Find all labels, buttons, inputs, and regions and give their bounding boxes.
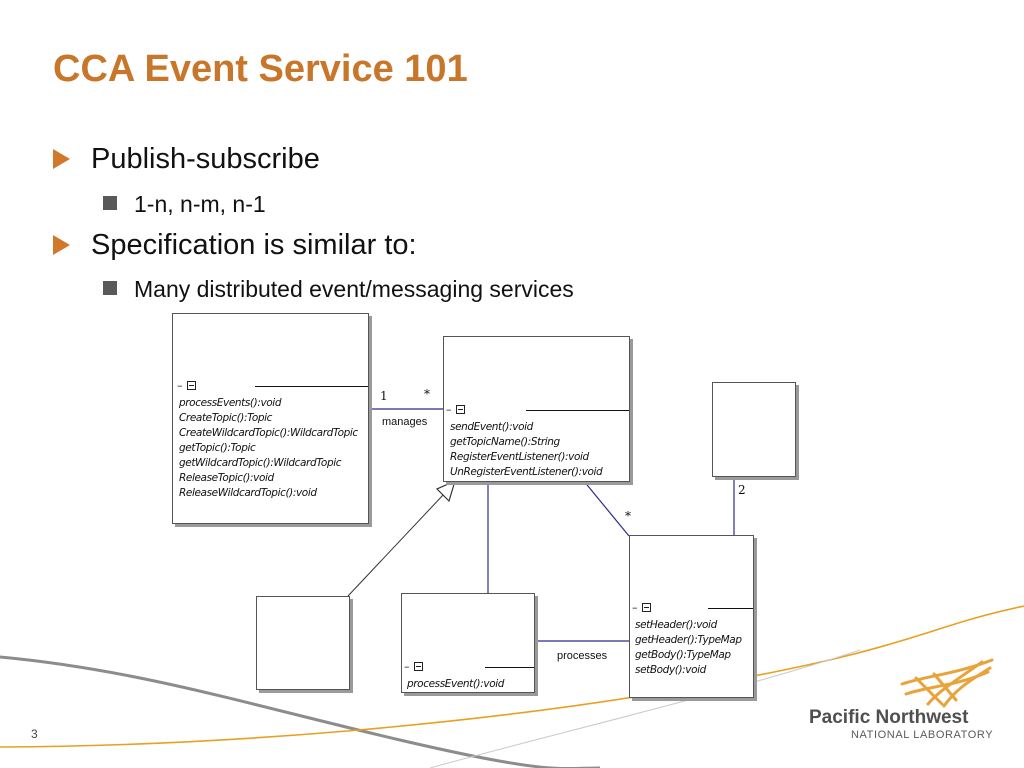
multiplicity-service: 1 [380,389,388,403]
collapse-minus-icon: – [177,379,183,392]
operation-item: CreateTopic():Topic [179,412,273,424]
slide-title: CCA Event Service 101 [53,48,468,90]
operation-item: getTopic():Topic [179,442,256,454]
operation-item: setBody():void [635,664,706,676]
page-number: 3 [31,727,38,741]
operation-item: UnRegisterEventListener():void [450,466,603,478]
operation-list: processEvent():void [407,677,531,692]
operation-item: ReleaseTopic():void [179,472,274,484]
collapse-minus-icon: – [446,403,452,416]
multiplicity-topic: * [424,387,430,401]
collapse-minus-icon: – [632,601,638,614]
sub-bullet-services: Many distributed event/messaging service… [103,276,574,303]
bullet-text: Specification is similar to: [91,229,417,261]
sub-bullet-text: 1-n, n-m, n-1 [134,191,266,217]
uml-class-event: – setHeader():void getHeader():TypeMap g… [629,535,754,698]
bullet-arrow-icon [53,149,70,169]
multiplicity-event: * [625,509,631,523]
class-separator [708,608,753,609]
inheritance-arrowhead-icon [435,479,456,503]
processes-label: processes [557,650,608,662]
bullet-publish-subscribe: Publish-subscribe [53,143,320,176]
operation-item: getTopicName():String [450,436,560,448]
class-separator [485,667,534,668]
sub-bullet-cardinalities: 1-n, n-m, n-1 [103,191,266,218]
class-separator [255,386,368,387]
uml-class-empty [256,596,350,690]
pnnl-logo-name: Pacific Northwest [809,707,969,728]
pnnl-logo-subtitle: NATIONAL LABORATORY [851,729,994,741]
square-bullet-icon [103,196,117,210]
operation-item: getHeader():TypeMap [635,634,742,646]
bullet-specification: Specification is similar to: [53,229,417,262]
operation-item: getBody():TypeMap [635,649,731,661]
operation-item: ReleaseWildcardTopic():void [179,487,317,499]
operation-item: processEvent():void [407,678,505,690]
inheritance-line [347,493,445,597]
collapse-minus-icon: – [404,660,410,673]
collapse-box-icon [456,405,465,414]
operation-item: RegisterEventListener():void [450,451,589,463]
topic-event-association [582,479,630,537]
operation-item: sendEvent():void [450,421,533,433]
operation-item: CreateWildcardTopic():WildcardTopic [179,427,358,439]
operation-list: processEvents():void CreateTopic():Topic… [179,396,365,501]
operation-item: getWildcardTopic():WildcardTopic [179,457,342,469]
operation-list: setHeader():void getHeader():TypeMap get… [635,618,751,678]
bullet-text: Publish-subscribe [91,143,320,175]
square-bullet-icon [103,281,117,295]
collapse-box-icon [642,603,651,612]
class-separator [526,410,629,411]
uml-class-typemap [712,382,796,477]
pnnl-logo-icon [900,658,994,708]
uml-class-topic: – sendEvent():void getTopicName():String… [443,336,630,482]
manages-label: manages [382,416,428,428]
collapse-box-icon [414,662,423,671]
uml-class-service: – processEvents():void CreateTopic():Top… [172,313,369,524]
collapse-box-icon [187,381,196,390]
sub-bullet-text: Many distributed event/messaging service… [134,276,574,302]
operation-item: setHeader():void [635,619,717,631]
operation-item: processEvents():void [179,397,282,409]
uml-class-listener: – processEvent():void [401,593,535,693]
bullet-arrow-icon [53,235,70,255]
multiplicity-typemap: 2 [738,483,746,497]
operation-list: sendEvent():void getTopicName():String R… [450,420,626,480]
